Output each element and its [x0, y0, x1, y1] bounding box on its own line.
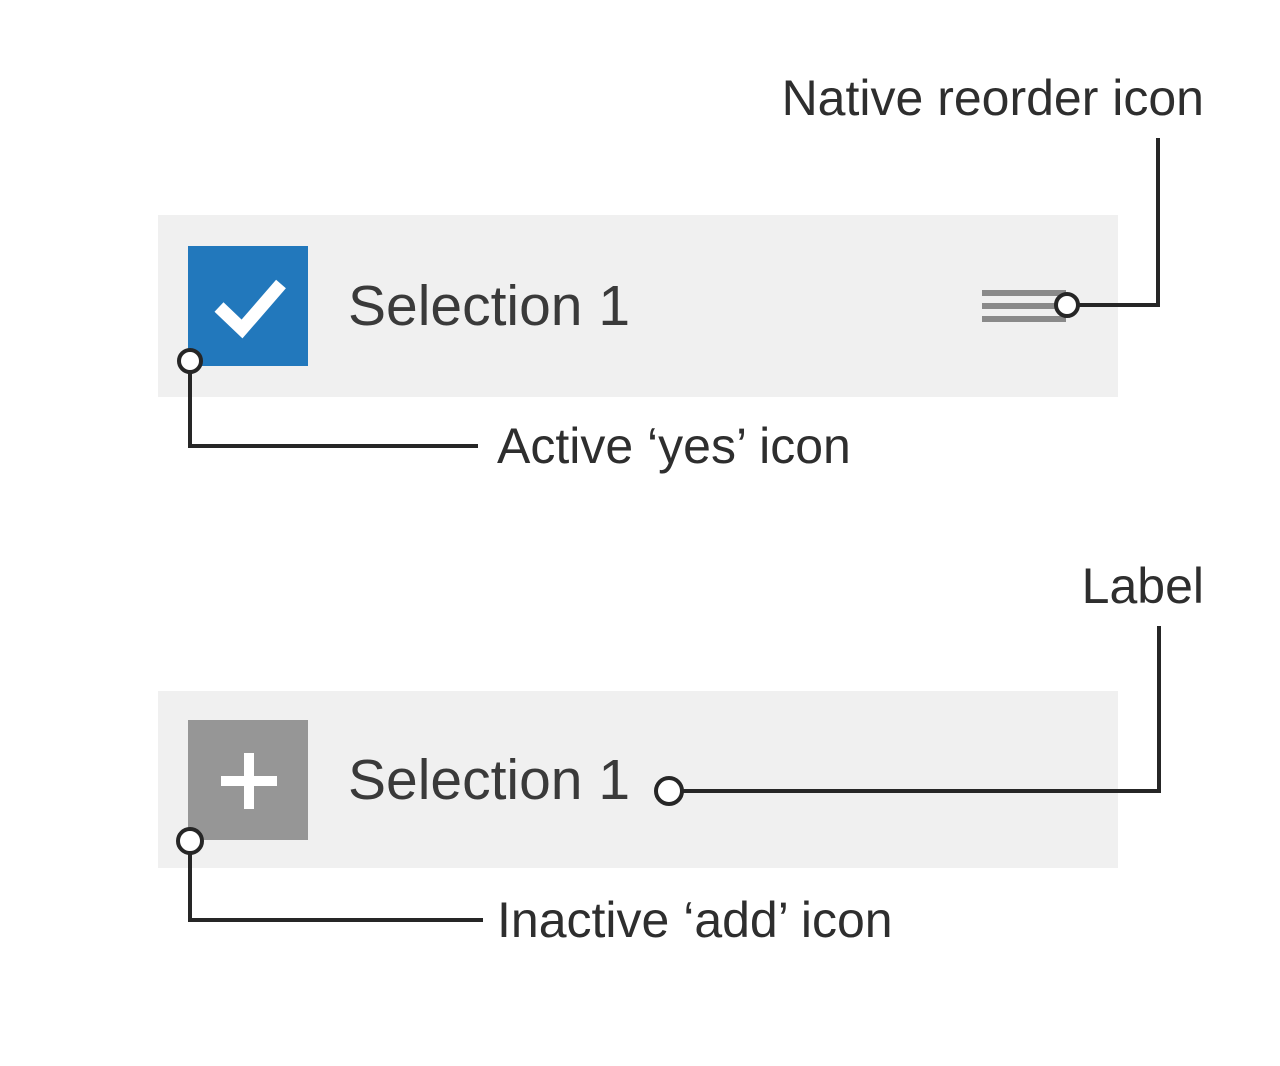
plus-icon	[221, 752, 277, 809]
annotation-inactive-add-icon: Inactive ‘add’ icon	[497, 892, 893, 948]
reorder-bar	[982, 290, 1066, 296]
reorder-bar	[982, 316, 1066, 322]
annotation-native-reorder-icon: Native reorder icon	[781, 70, 1204, 126]
selection-row-active: Selection 1	[158, 215, 1118, 397]
annotation-label: Label	[1081, 558, 1204, 614]
selection-label-inactive: Selection 1	[348, 747, 631, 812]
annotation-active-yes-icon: Active ‘yes’ icon	[497, 418, 851, 474]
selection-label-active: Selection 1	[348, 274, 631, 338]
active-yes-checkbox[interactable]	[188, 246, 308, 366]
reorder-bar	[982, 303, 1066, 309]
reorder-handle-icon[interactable]	[982, 290, 1066, 322]
check-icon	[214, 279, 286, 339]
selection-row-inactive: Selection 1	[158, 691, 1118, 868]
inactive-add-button[interactable]	[188, 719, 308, 840]
